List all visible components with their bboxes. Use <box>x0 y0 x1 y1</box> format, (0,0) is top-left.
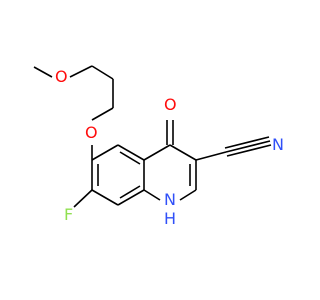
bond-ring-5 <box>91 189 119 206</box>
atom-n-ring: N <box>164 190 176 209</box>
bond-r4 <box>179 189 197 201</box>
atom-o-carbonyl: O <box>164 95 177 114</box>
atom-n-nitrile: N <box>272 135 284 154</box>
bond-ring-2b <box>119 151 141 165</box>
bond-r2 <box>169 144 197 161</box>
bond-ch2-o <box>91 107 114 121</box>
bond-o-ch2 <box>69 65 93 78</box>
atom-o-ether1: O <box>55 67 68 86</box>
bond-r5 <box>143 189 161 201</box>
bond-r1 <box>143 144 171 161</box>
structure-canvas: O O O N F N H <box>33 65 284 228</box>
bond-ring-4 <box>117 189 145 206</box>
atom-o-ether2: O <box>85 123 98 142</box>
bond-ring-2 <box>117 144 145 161</box>
molecule-drawing: O O O N F N H <box>33 65 284 228</box>
bond-c-cn <box>195 151 227 161</box>
bond-cn-triple-2 <box>224 136 270 149</box>
bond-c-f <box>73 189 93 208</box>
bond-ch2-ch2 <box>91 65 114 80</box>
atom-f: F <box>64 205 73 224</box>
bond-ring-4b <box>119 185 141 199</box>
bond-ring-1 <box>91 144 119 161</box>
bond-methyl-o <box>33 66 53 78</box>
bond-cn-triple-3 <box>226 144 272 157</box>
bond-cn-triple-1 <box>225 140 271 153</box>
atom-h-ring: H <box>164 209 176 228</box>
